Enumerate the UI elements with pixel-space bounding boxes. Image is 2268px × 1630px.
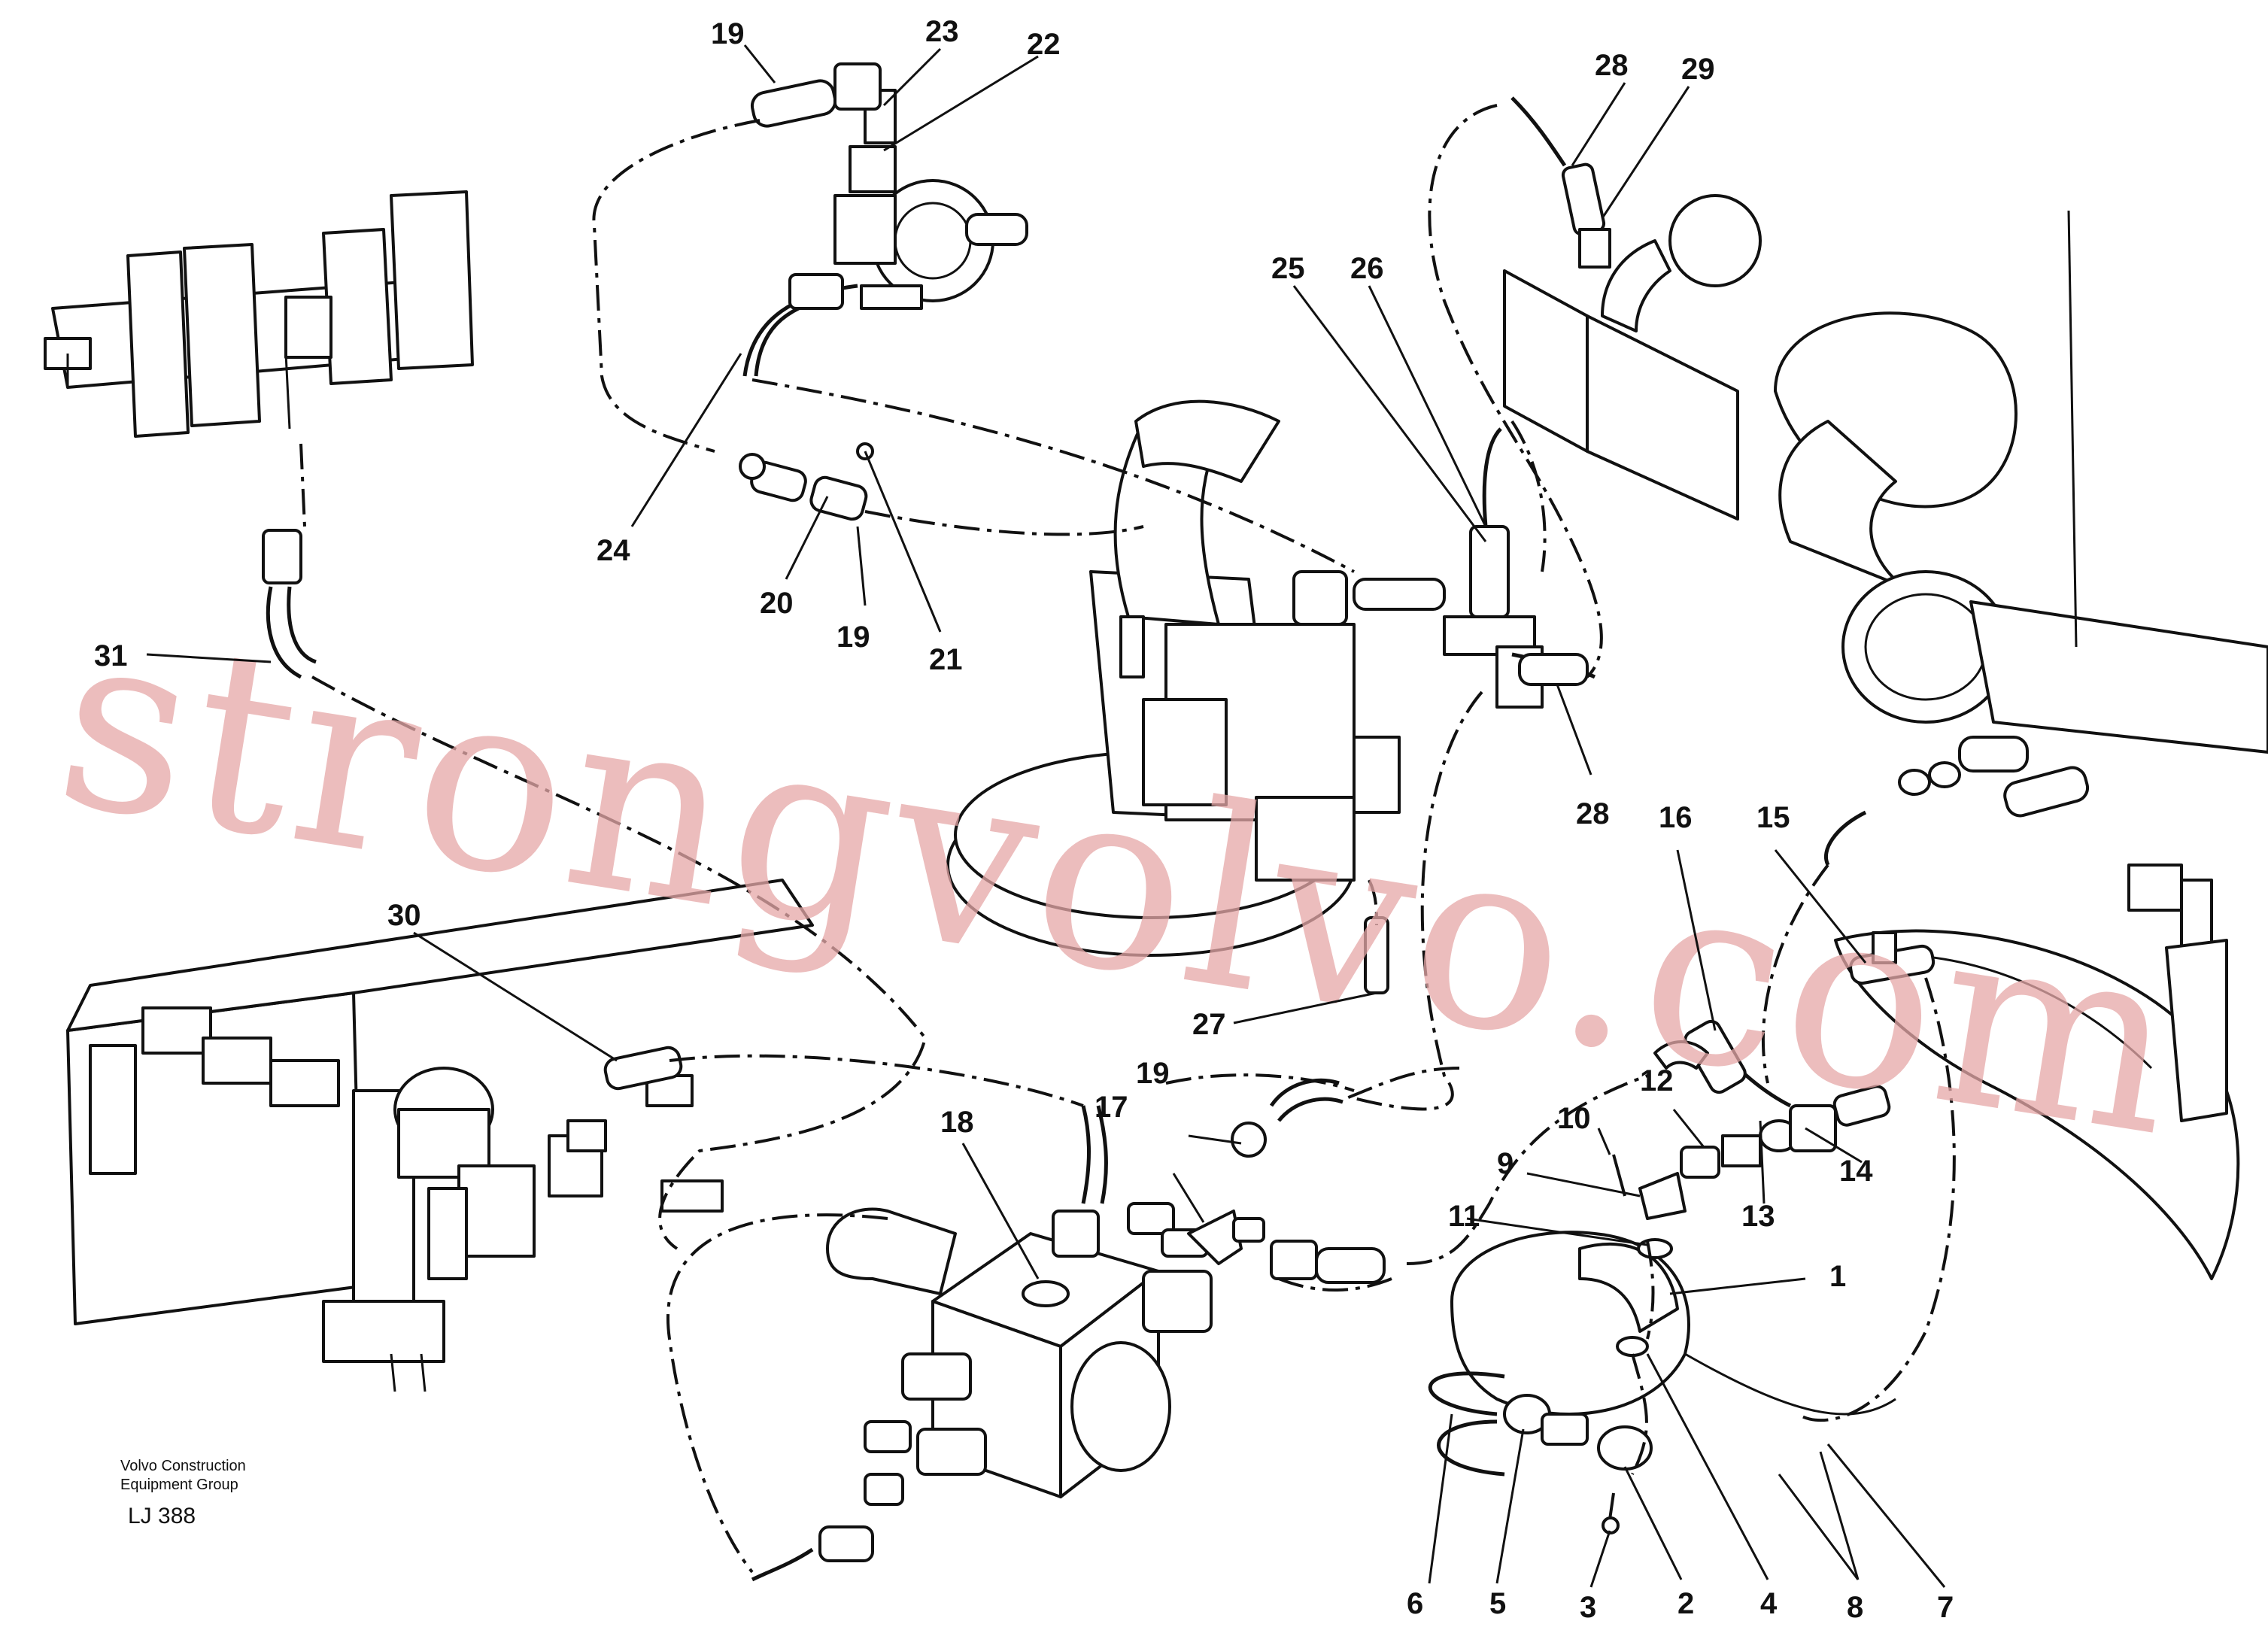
valve-lower-left — [66, 879, 814, 1392]
callout-18: 18 — [940, 1106, 974, 1139]
credit-line-2: Equipment Group — [120, 1477, 238, 1493]
callout-21: 21 — [929, 643, 963, 676]
turbo-elbow-assembly — [946, 399, 1401, 957]
callout-28-lower: 28 — [1576, 797, 1610, 830]
clamps-exhaust — [1823, 736, 2090, 867]
fittings-17-19-27 — [739, 442, 1389, 1284]
flywheel-housing-right — [1834, 864, 2240, 1280]
hose-routing-lines — [299, 104, 1956, 1574]
callout-7: 7 — [1937, 1591, 1954, 1624]
diagram-code: LJ 388 — [128, 1504, 196, 1528]
pump-lower-center — [751, 1105, 1213, 1582]
callout-17: 17 — [1095, 1091, 1128, 1124]
callout-13: 13 — [1741, 1200, 1775, 1233]
callout-30: 30 — [387, 899, 421, 932]
callout-20: 20 — [760, 587, 794, 620]
callout-4: 4 — [1760, 1587, 1778, 1620]
tee-fitting-25-26 — [1353, 427, 1596, 709]
callout-25: 25 — [1271, 252, 1305, 285]
leader-lines — [146, 44, 1946, 1588]
exhaust-pipe-right — [1774, 210, 2268, 754]
callout-23: 23 — [925, 15, 959, 48]
flange-upper-right — [1503, 96, 1762, 521]
callout-1: 1 — [1829, 1260, 1846, 1293]
callout-15: 15 — [1756, 801, 1790, 834]
callout-19-middle: 19 — [836, 621, 870, 654]
callout-27: 27 — [1192, 1008, 1226, 1041]
callout-26: 26 — [1350, 252, 1384, 285]
callout-labels: 1 2 3 4 5 6 7 8 9 10 11 12 13 14 15 16 1… — [94, 15, 1954, 1624]
callout-29: 29 — [1681, 53, 1715, 86]
callout-11: 11 — [1448, 1200, 1480, 1233]
callout-28-upper: 28 — [1595, 49, 1629, 82]
callout-5: 5 — [1489, 1587, 1506, 1620]
callout-8: 8 — [1847, 1591, 1863, 1624]
callout-19-upper: 19 — [711, 17, 745, 50]
callout-3: 3 — [1580, 1591, 1596, 1624]
callout-12: 12 — [1640, 1064, 1674, 1097]
callout-6: 6 — [1407, 1587, 1423, 1620]
callout-16: 16 — [1659, 801, 1693, 834]
callout-19-lower: 19 — [1136, 1057, 1170, 1090]
callout-22: 22 — [1027, 28, 1061, 61]
pump-upper — [742, 89, 1028, 377]
callout-24: 24 — [597, 534, 630, 567]
hose-19-upper — [750, 62, 882, 128]
fittings-lower — [1428, 1336, 1653, 1534]
housing-lower-right — [1450, 1231, 1896, 1416]
credit-line-1: Volvo Construction — [120, 1458, 246, 1474]
hose-31 — [262, 529, 317, 679]
callout-10: 10 — [1557, 1102, 1591, 1135]
callout-31: 31 — [94, 639, 128, 672]
callout-2: 2 — [1677, 1587, 1694, 1620]
valve-block-upper-left — [44, 190, 474, 438]
callout-14: 14 — [1839, 1155, 1873, 1188]
callout-9: 9 — [1497, 1147, 1514, 1180]
publisher-credit: Volvo Construction Equipment Group LJ 38… — [120, 1458, 246, 1528]
